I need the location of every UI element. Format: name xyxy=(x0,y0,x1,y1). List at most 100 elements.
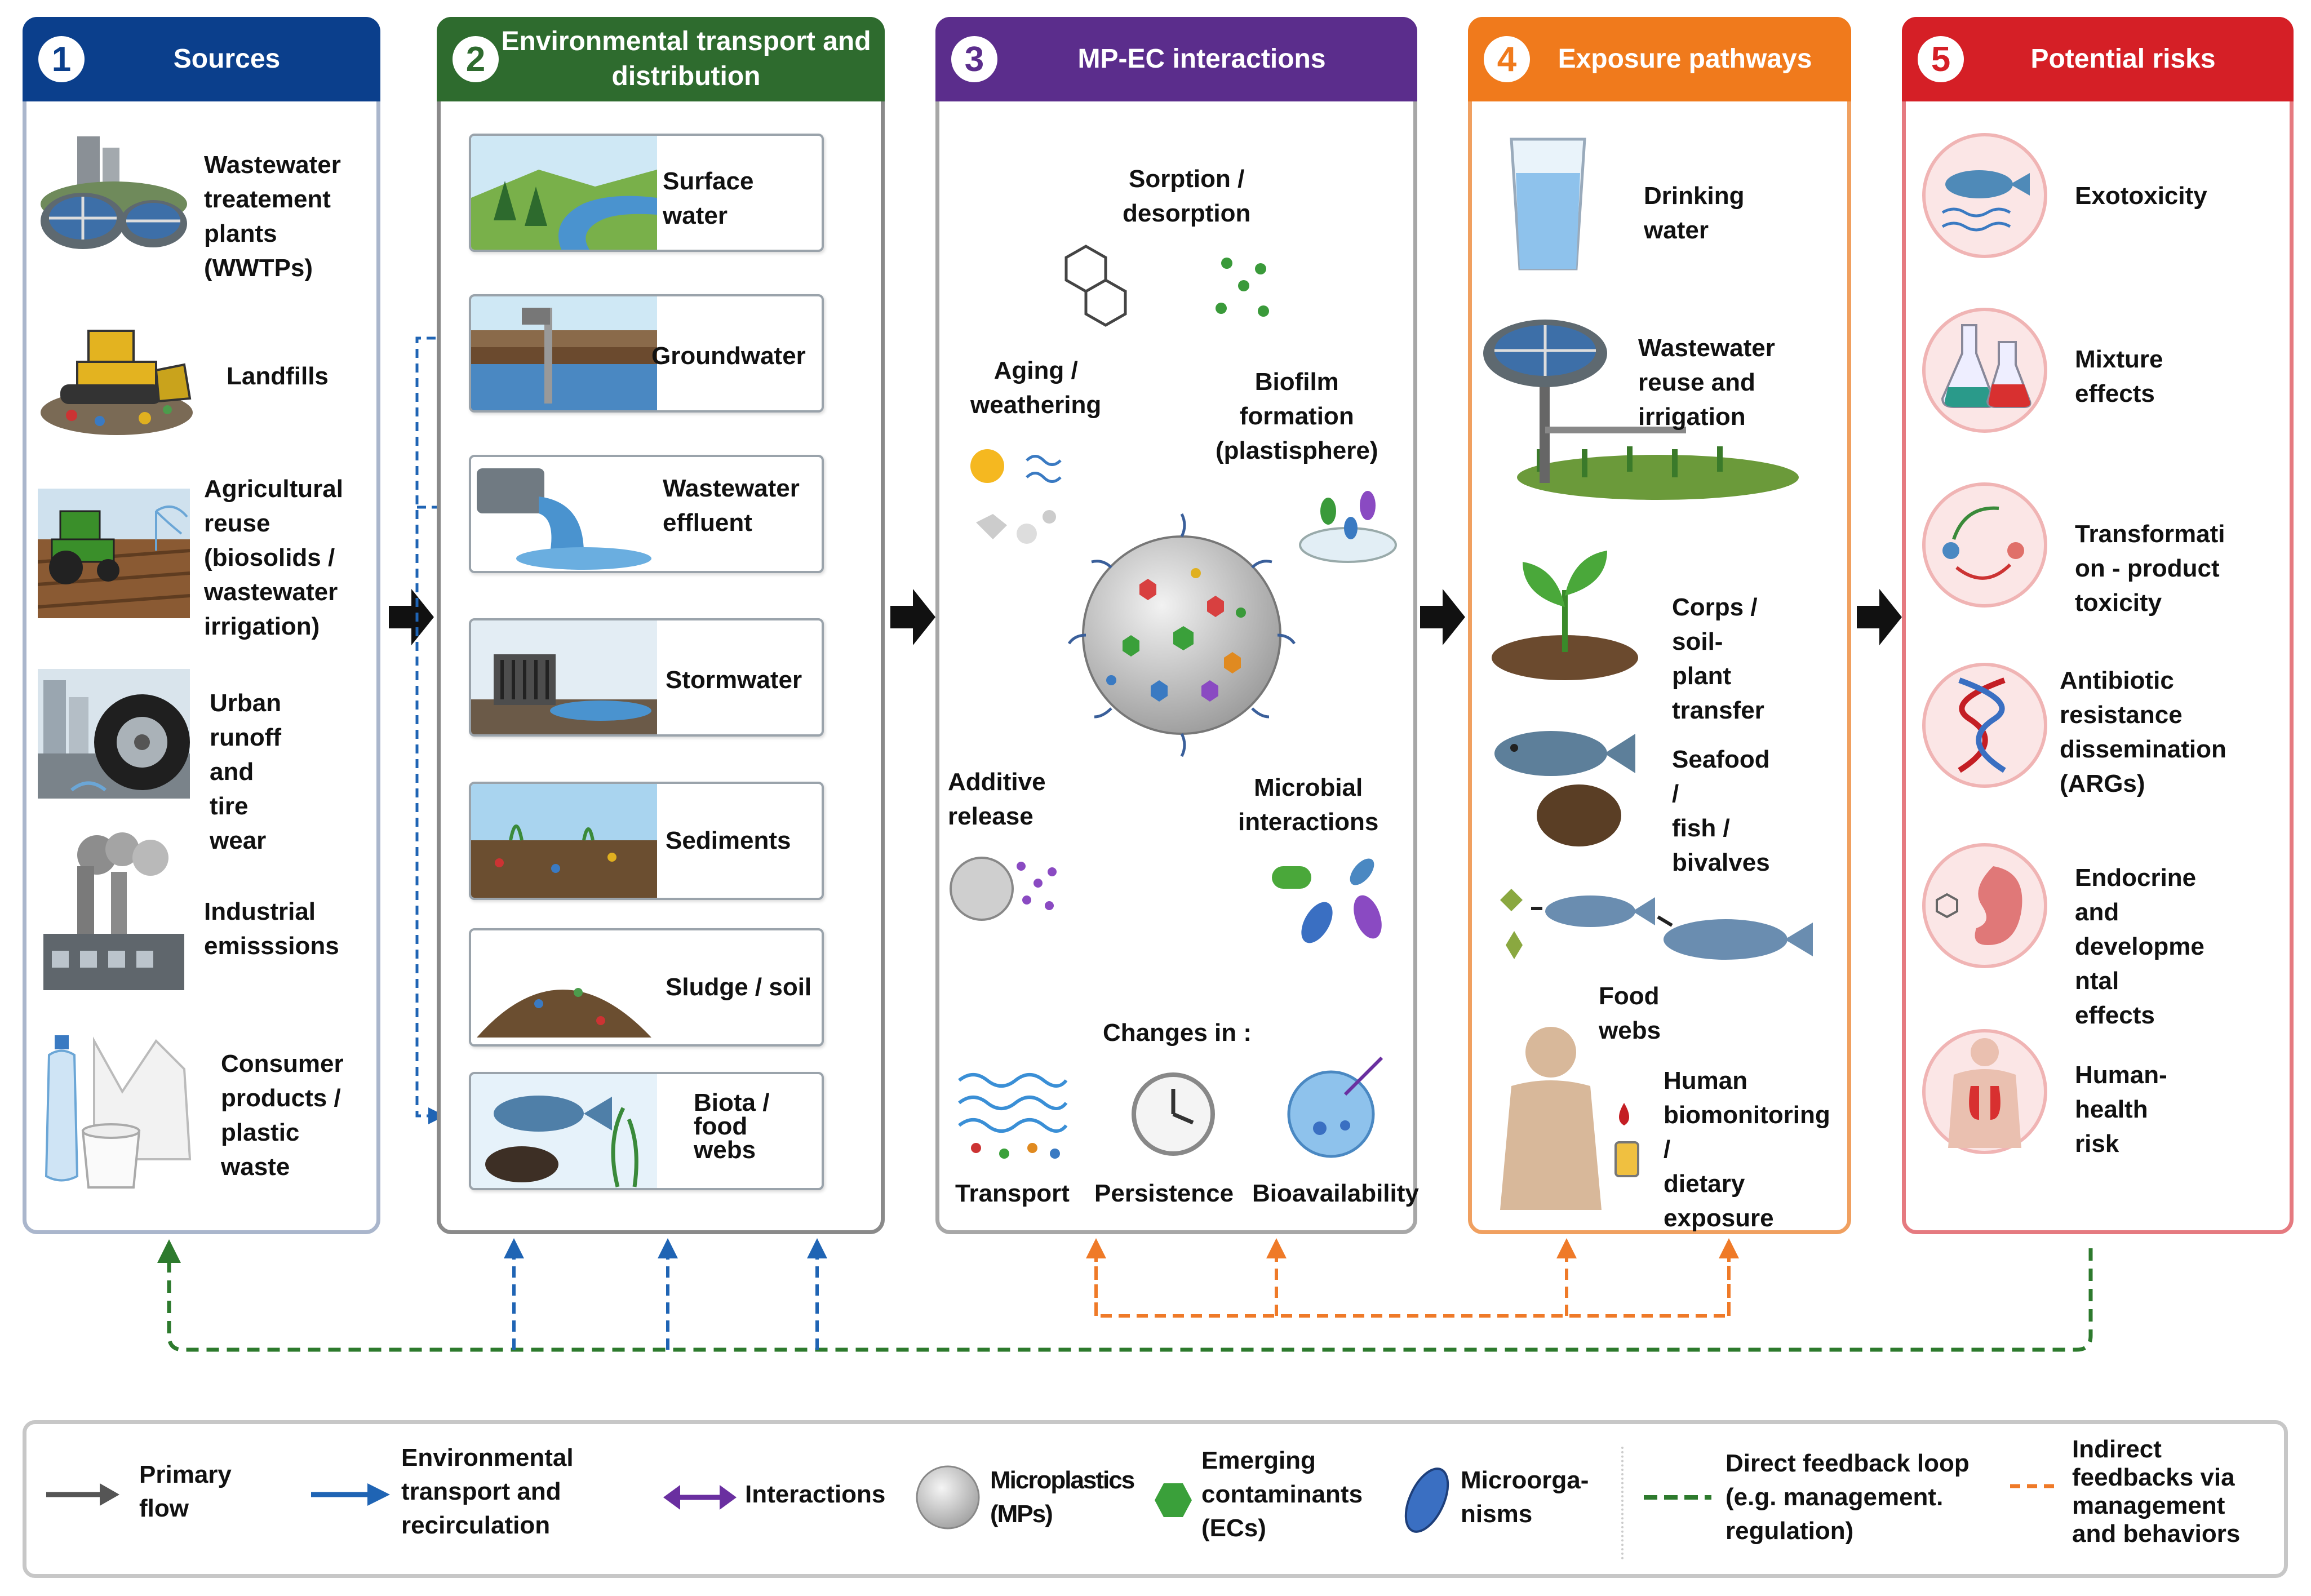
effect-persistence-label: Persistence xyxy=(1094,1180,1234,1207)
molecule-icon xyxy=(1064,245,1127,327)
fish-mussel-icon xyxy=(471,1074,657,1188)
risk-label: Transformati on - product toxicity xyxy=(2075,520,2225,617)
transport-box-sediments: Sediments xyxy=(469,782,824,900)
flasks-icon xyxy=(1922,308,2047,433)
step-number: 2 xyxy=(453,36,499,82)
exposure-label: Wastewater reuse and irrigation xyxy=(1638,334,1775,431)
microbes-icon xyxy=(1272,858,1382,943)
risk-label: Exotoxicity xyxy=(2075,182,2207,210)
primary-flow-arrows xyxy=(389,589,1902,645)
panel-title: Exposure pathways xyxy=(1558,44,1812,74)
lungs-icon xyxy=(1922,1029,2047,1154)
legend-label: Primary flow xyxy=(139,1461,232,1522)
interaction-additive-label: Additive release xyxy=(948,768,1046,830)
primary-arrow-2 xyxy=(890,589,935,645)
source-label: Agricultural reuse (biosolids / wastewat… xyxy=(204,475,343,640)
source-label: Urban runoff and tire wear xyxy=(210,689,282,854)
microplastic-particle-icon xyxy=(1067,513,1296,757)
human-body-icon xyxy=(1500,1027,1639,1210)
weathering-icon xyxy=(970,449,1062,544)
plastic-bottle-icon xyxy=(45,1035,192,1189)
transport-label: Sludge / soil xyxy=(666,973,812,1001)
legend-label: Emerging contaminants (ECs) xyxy=(1201,1447,1363,1542)
exposure-label: Seafood / fish / bivalves xyxy=(1672,746,1770,876)
panel-title: MP-EC interactions xyxy=(1077,44,1326,74)
panel-interactions: 3 MP-EC interactions Sorption / desorpti… xyxy=(935,17,1419,1234)
panel-transport: 2 Environmental transport and distributi… xyxy=(437,17,885,1234)
orange-dashed-line-icon xyxy=(2010,1484,2061,1488)
groundwater-icon xyxy=(471,296,657,410)
legend-label: Interactions xyxy=(745,1480,886,1508)
wwtp-icon xyxy=(41,136,187,249)
microplastic-icon xyxy=(916,1465,980,1530)
bulldozer-icon xyxy=(41,330,193,435)
tire-icon xyxy=(38,669,190,799)
primary-arrow-1 xyxy=(389,589,434,645)
interaction-aging-label: Aging / weathering xyxy=(970,357,1102,419)
blue-arrow-icon xyxy=(311,1483,390,1506)
step-number: 4 xyxy=(1484,36,1530,82)
indirect-feedback-loop xyxy=(1086,1238,1739,1318)
exposure-label: Human biomonitoring / dietary exposure xyxy=(1664,1067,1830,1232)
source-label: Wastewater treatement plants (WWTPs) xyxy=(204,151,341,282)
step-number: 5 xyxy=(1918,36,1964,82)
transport-label: Biota / food webs xyxy=(694,1089,770,1164)
panel-transport-header: 2 Environmental transport and distributi… xyxy=(437,17,885,101)
transport-label: Sediments xyxy=(666,827,791,854)
bacterium-icon xyxy=(1404,1468,1449,1533)
dna-icon xyxy=(1922,663,2047,788)
transport-box-stormwater: Stormwater xyxy=(469,618,824,737)
transport-label: Wastewater effluent xyxy=(663,475,800,537)
legend-label: Microplastics (MPs) xyxy=(990,1466,1135,1528)
transport-waves-icon xyxy=(958,1073,1068,1159)
hexagon-icon xyxy=(1155,1483,1192,1517)
irrigation-icon xyxy=(1483,320,1799,500)
panel-title: Environmental transport and distribution xyxy=(501,26,871,91)
river-icon xyxy=(471,136,657,250)
primary-arrow-4 xyxy=(1857,589,1902,645)
risk-label: Human-health risk xyxy=(2075,1061,2167,1158)
primary-arrow-3 xyxy=(1420,589,1465,645)
transformation-icon xyxy=(1922,482,2047,608)
exposure-label: Drinking water xyxy=(1644,182,1745,244)
transport-box-surface-water: Surface water xyxy=(469,134,824,252)
effect-transport-label: Transport xyxy=(955,1180,1070,1207)
panel-exposure: 4 Exposure pathways Drinking water Waste… xyxy=(1468,17,1851,1234)
panel-sources-header: 1 Sources xyxy=(23,17,380,101)
transport-label: Groundwater xyxy=(651,342,806,370)
interaction-sorption-label: Sorption / desorption xyxy=(1123,165,1251,227)
exposure-label: Corps / soil- plant transfer xyxy=(1672,593,1764,724)
seedling-icon xyxy=(1492,551,1638,680)
tractor-icon xyxy=(38,489,190,618)
transport-feedback-arrows xyxy=(504,1238,827,1350)
risk-label: Antibiotic resistance dissemination (ARG… xyxy=(2060,667,2226,797)
storm-drain-icon xyxy=(471,620,657,734)
purple-double-arrow-icon xyxy=(663,1485,737,1510)
soil-pile-icon xyxy=(471,930,657,1044)
transport-box-biota: Biota / food webs xyxy=(469,1072,824,1190)
step-number: 3 xyxy=(951,36,997,82)
panel-risks-header: 5 Potential risks xyxy=(1902,17,2294,101)
direct-feedback-loop xyxy=(157,1239,2093,1352)
clock-icon xyxy=(1132,1072,1215,1156)
factory-icon xyxy=(43,832,184,990)
legend-label: Environmental transport and recirculatio… xyxy=(401,1444,574,1539)
panel-exposure-header: 4 Exposure pathways xyxy=(1468,17,1851,101)
effect-bioavailability-label: Bioavailability xyxy=(1252,1180,1419,1207)
transport-label: Surface water xyxy=(663,167,754,229)
exposure-label: Food webs xyxy=(1599,982,1661,1044)
source-label: Landfills xyxy=(227,362,329,390)
changes-in-label: Changes in : xyxy=(1103,1019,1252,1047)
panel-risks: 5 Potential risks Exotoxicity Mixture ef… xyxy=(1902,17,2294,1234)
legend-divider xyxy=(1621,1447,1624,1559)
food-web-icon xyxy=(1500,889,1813,960)
additive-release-icon xyxy=(950,857,1057,921)
transport-box-wastewater-effluent: Wastewater effluent xyxy=(469,455,824,573)
fish-bivalve-icon xyxy=(1494,731,1635,846)
legend: Primary flow Environmental transport and… xyxy=(23,1420,2288,1578)
dashed-recirculation-left xyxy=(415,336,473,1124)
effluent-pipe-icon xyxy=(471,457,657,571)
fish-toxicity-icon xyxy=(1922,133,2047,258)
gray-arrow-icon xyxy=(46,1483,119,1506)
